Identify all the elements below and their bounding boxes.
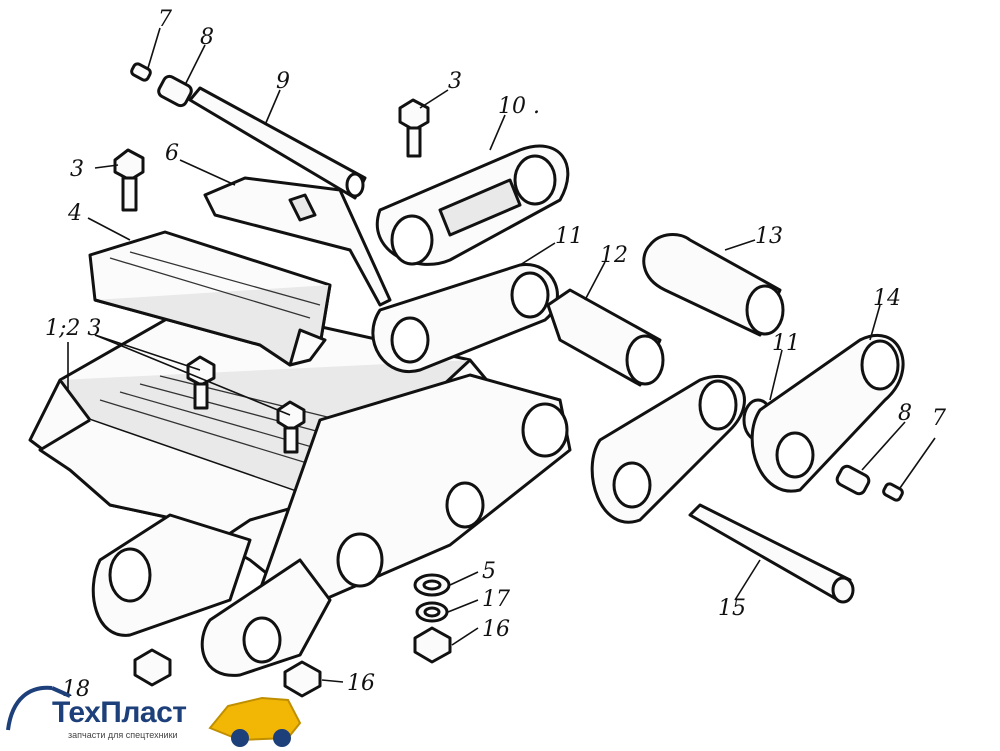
callout-15: 15 [718, 596, 746, 621]
nut-part-16b [283, 660, 322, 698]
callout-9: 9 [276, 69, 290, 94]
callout-13: 13 [755, 224, 783, 249]
bolt-part-3c [186, 355, 216, 410]
cap-part-7a [130, 62, 152, 82]
track-shoe-part [28, 298, 522, 602]
callout-7-top: 7 [158, 7, 172, 32]
excavator-arm-logo-icon [6, 685, 53, 731]
logo-tagline: запчасти для спецтехники [68, 730, 178, 740]
link-part-11a [371, 263, 559, 374]
callout-4: 4 [67, 201, 82, 226]
bolt-part-3a [113, 148, 145, 212]
pin-part-15 [688, 503, 855, 604]
link-part-11b [590, 374, 746, 524]
callout-10: 10 . [498, 94, 540, 119]
callout-16-bottom: 16 [347, 671, 375, 696]
bolt-part-3b [398, 98, 430, 158]
callout-18: 18 [62, 677, 90, 702]
callout-5: 5 [482, 559, 496, 584]
callout-8-right: 8 [898, 401, 912, 426]
techplast-logo [6, 685, 302, 747]
nut-part-18 [133, 648, 172, 687]
logo-brand-text: ТехПласт [52, 696, 187, 729]
leader-lines [67, 27, 936, 683]
bushing-part-12 [546, 288, 665, 387]
nut-part-16a [413, 626, 452, 664]
callout-12: 12 [600, 243, 628, 268]
callout-16-right: 16 [482, 617, 510, 642]
callout-7-right: 7 [932, 406, 946, 431]
pin-part-9 [188, 86, 367, 200]
link-part-10 [376, 144, 570, 266]
grouser-plate-part [88, 230, 332, 367]
callout-8-top: 8 [200, 25, 214, 50]
sleeve-part-13 [642, 233, 785, 337]
callout-17: 17 [482, 587, 510, 612]
cap-part-7b [882, 482, 904, 502]
link-part-14 [750, 333, 905, 493]
callout-6: 6 [165, 141, 179, 166]
bolt-part-3d [276, 400, 306, 454]
callout-11-upper: 11 [555, 224, 583, 249]
callout-1-2-3: 1;2 3 [45, 316, 101, 341]
callout-14: 14 [873, 286, 901, 311]
callout-11-right: 11 [772, 331, 800, 356]
bushing-part-8a [157, 74, 193, 108]
chain-body-part [91, 373, 572, 677]
bushing-part-8b [835, 464, 871, 496]
callout-3-left: 3 [70, 157, 84, 182]
callout-3-top: 3 [448, 69, 462, 94]
plate-part [203, 176, 392, 307]
